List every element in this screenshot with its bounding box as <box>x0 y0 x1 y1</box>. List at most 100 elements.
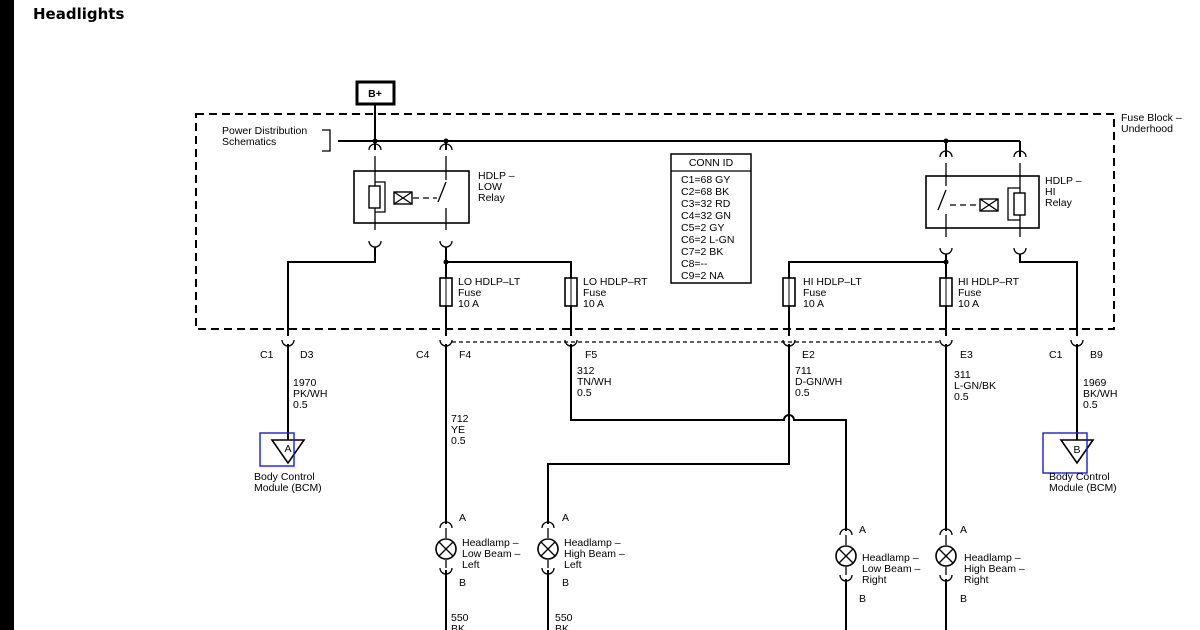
conn-id-table: CONN ID C1=68 GY C2=68 BK C3=32 RD C4=32… <box>670 153 752 284</box>
lamp-terminal <box>839 528 853 536</box>
lamp-pin-top: A <box>859 524 866 536</box>
lamp-terminal <box>541 560 555 575</box>
bcm-highlight-box <box>1042 432 1088 474</box>
low-relay-label-line2: LOW <box>478 181 502 193</box>
wire-color: D-GN/WH <box>795 376 842 388</box>
low-relay-label-line3: Relay <box>478 192 506 204</box>
connector-name: C1 <box>260 349 274 361</box>
wire-gauge: 0.5 <box>1083 399 1098 411</box>
lamp-label-line3: Right <box>964 574 989 586</box>
bcm-label-line1: Body Control <box>1049 471 1110 483</box>
wire-label-1970: 1970 PK/WH 0.5 <box>293 377 327 411</box>
relay-terminal <box>939 247 953 255</box>
fuse-hi-hdlp-rt: HI HDLP–RT Fuse 10 A <box>939 276 1020 310</box>
connector-name: C4 <box>416 349 430 361</box>
fuse-block-boundary <box>195 113 1115 330</box>
lamp-label-line3: Left <box>564 559 582 571</box>
conn-id-header: CONN ID <box>689 157 734 169</box>
connector-terminals <box>281 339 1084 347</box>
fuse-block-label-line1: Fuse Block – <box>1121 112 1182 124</box>
bcm-input-a: A Body Control Module (BCM) <box>254 432 322 494</box>
wire-gauge: 0.5 <box>577 387 592 399</box>
lamp-label-line1: Headlamp – <box>862 552 919 564</box>
pds-label-line2: Schematics <box>222 136 276 148</box>
wire-color: TN/WH <box>577 376 611 388</box>
low-relay-actuator-x <box>393 191 413 205</box>
lamp-label-line1: Headlamp – <box>462 537 519 549</box>
fuse-rating: 10 A <box>583 298 604 310</box>
hi-relay-label-line2: HI <box>1045 186 1056 198</box>
lamp-pin-top: A <box>562 512 569 524</box>
fuse-lo-hdlp-lt: LO HDLP–LT Fuse 10 A <box>439 276 521 310</box>
wire-color: L-GN/BK <box>954 380 996 392</box>
pds-bracket <box>322 129 331 152</box>
conn-id-line: C7=2 BK <box>681 246 723 258</box>
conn-id-line: C8=-- <box>681 258 708 270</box>
hi-relay-coil <box>1013 192 1026 216</box>
low-relay-label-line1: HDLP – <box>478 170 515 182</box>
lamp-bulb-x <box>540 541 556 557</box>
conn-id-line: C9=2 NA <box>681 270 724 282</box>
bcm-input-b: B Body Control Module (BCM) <box>1042 432 1117 494</box>
lamp-label-line2: High Beam – <box>964 563 1025 575</box>
hi-relay-label-line3: Relay <box>1045 197 1073 209</box>
relay-terminal <box>439 240 453 248</box>
relay-feed-wire <box>945 141 1021 157</box>
wire-color: BK <box>555 623 569 630</box>
lamp-terminal <box>439 521 453 529</box>
fuse-name: HI HDLP–LT <box>803 276 862 288</box>
wire-circuit: 550 <box>555 612 573 624</box>
relay-terminal <box>368 240 382 248</box>
hi-relay-box <box>925 175 1040 229</box>
bcm-label-line2: Module (BCM) <box>1049 482 1117 494</box>
hi-relay-coil-tap <box>1007 187 1020 221</box>
headlamp-high-beam-left: A Headlamp – High Beam – Left B <box>537 512 625 589</box>
lamp-label-line2: Low Beam – <box>862 563 921 575</box>
wire-label-550-left: 550 BK <box>451 612 469 630</box>
wire-gauge: 0.5 <box>795 387 810 399</box>
hi-hdlp-lt-wire <box>788 261 946 336</box>
lamp-terminal <box>541 521 555 529</box>
relay-terminal <box>1013 247 1027 255</box>
fuse-lo-hdlp-rt: LO HDLP–RT Fuse 10 A <box>564 276 648 310</box>
connector-pin: F5 <box>585 349 597 361</box>
connector-pin: D3 <box>300 349 314 361</box>
relay-feed-wire <box>374 141 447 150</box>
wire-label-311: 311 L-GN/BK 0.5 <box>954 369 996 403</box>
lamp-bulb-x <box>938 548 954 564</box>
low-relay-box <box>353 170 470 224</box>
conn-id-line: C6=2 L-GN <box>681 234 734 246</box>
wire-gauge: 0.5 <box>954 391 969 403</box>
hi-relay-actuator-x <box>979 198 999 212</box>
lamp-pin-bottom: B <box>960 593 967 605</box>
low-relay-coil-tap <box>375 181 386 213</box>
lamp-label-line2: High Beam – <box>564 548 625 560</box>
low-relay-coil <box>368 185 381 209</box>
lamp-pin-bottom: B <box>562 577 569 589</box>
wire-label-712: 712 YE 0.5 <box>451 413 469 447</box>
headlamp-high-beam-right: A Headlamp – High Beam – Right B <box>935 524 1025 605</box>
lo-hdlp-rt-wire <box>446 261 572 336</box>
b-plus-label: B+ <box>368 88 382 100</box>
hi-relay-switch <box>937 163 947 237</box>
lamp-terminal <box>939 528 953 536</box>
low-relay-coil-to-bcm-wire <box>287 247 376 336</box>
wire-gauge: 0.5 <box>451 435 466 447</box>
wire-circuit: 712 <box>451 413 469 425</box>
bcm-pin: B <box>1073 444 1080 456</box>
wire-circuit: 1969 <box>1083 377 1107 389</box>
fuse-type: Fuse <box>458 287 482 299</box>
fuse-hi-hdlp-lt: HI HDLP–LT Fuse 10 A <box>782 276 862 310</box>
conn-id-box <box>670 153 752 284</box>
fuse-rating: 10 A <box>458 298 479 310</box>
bcm-label-line2: Module (BCM) <box>254 482 322 494</box>
wire-circuit: 711 <box>795 365 812 377</box>
connector-name: C1 <box>1049 349 1063 361</box>
bcm-label-line1: Body Control <box>254 471 315 483</box>
lamp-pin-bottom: B <box>459 577 466 589</box>
wire-color: BK <box>451 623 465 630</box>
wire-color: YE <box>451 424 465 436</box>
wire-color: PK/WH <box>293 388 327 400</box>
fuse-rating: 10 A <box>958 298 979 310</box>
wire-circuit: 1970 <box>293 377 317 389</box>
